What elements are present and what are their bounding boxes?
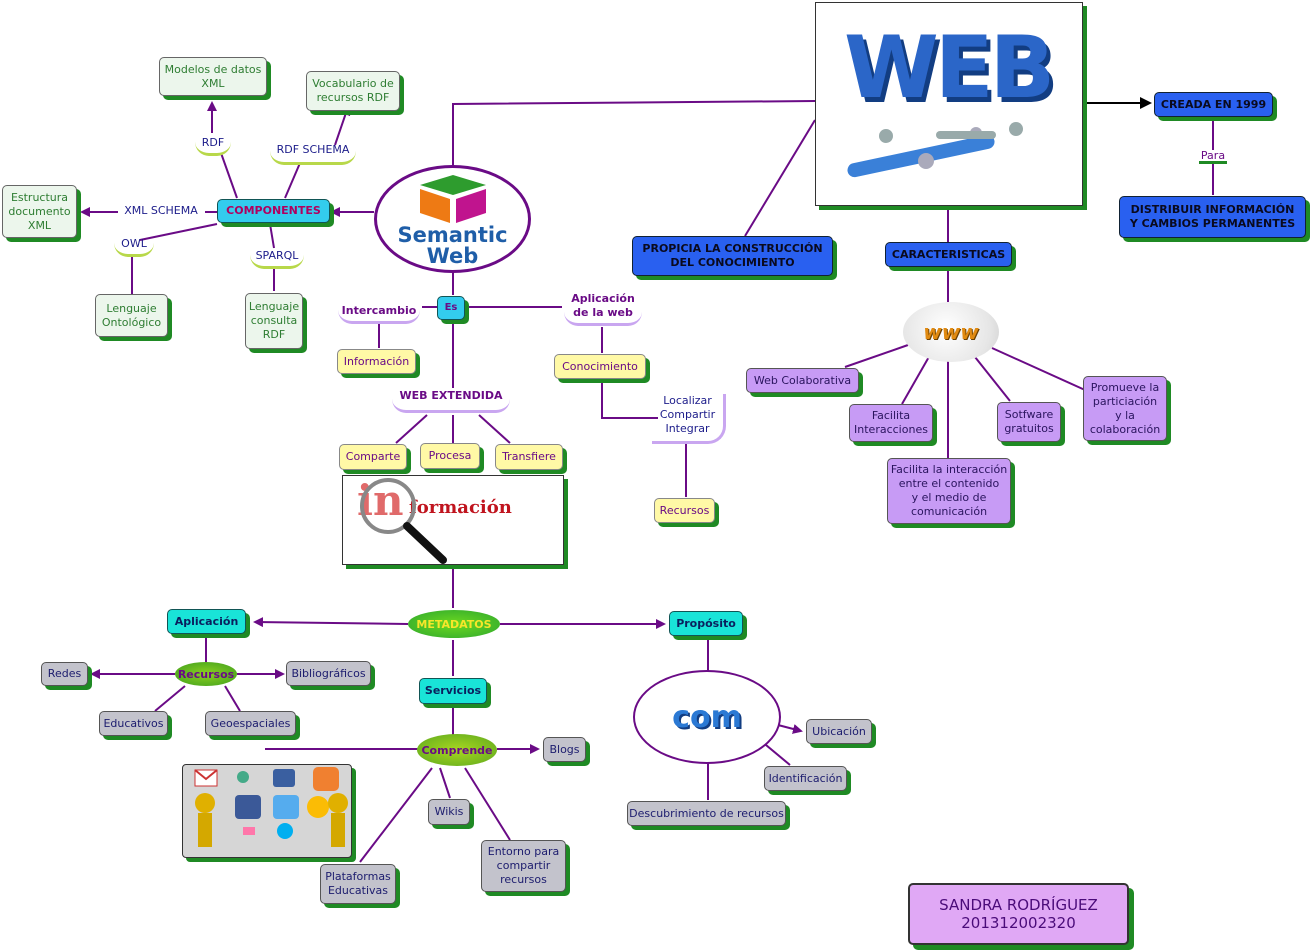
comprende-node[interactable]: Comprende [417, 734, 497, 766]
vocabulario-rdf-node[interactable]: Vocabulario de recursos RDF [306, 71, 400, 111]
redes-node[interactable]: Redes [41, 662, 88, 686]
web-colaborativa-node[interactable]: Web Colaborativa [746, 368, 859, 393]
estructura-xml-node[interactable]: Estructura documento XML [2, 185, 77, 238]
owl-label[interactable]: OWL [114, 237, 154, 257]
lenguaje-consulta-node[interactable]: Lenguaje consulta RDF [245, 293, 303, 349]
facilita-interacciones-node[interactable]: Facilita Interacciones [849, 404, 933, 442]
informacion-text: formación [409, 497, 512, 518]
plataformas-node[interactable]: Plataformas Educativas [320, 864, 396, 904]
transfiere-node[interactable]: Transfiere [495, 444, 563, 470]
identificacion-node[interactable]: Identificación [764, 766, 847, 791]
rdf-label[interactable]: RDF [195, 136, 231, 156]
semantic-web-logo-line1: Semantic [397, 222, 508, 247]
ubicacion-node[interactable]: Ubicación [806, 719, 872, 744]
geoespaciales-node[interactable]: Geoespaciales [205, 711, 296, 736]
com-text: com [672, 699, 742, 735]
social-icons [194, 767, 348, 847]
caracteristicas-node[interactable]: CARACTERISTICAS [885, 242, 1012, 267]
es-node[interactable]: Es [437, 296, 465, 320]
promueve-node[interactable]: Promueve la particiación y la colaboraci… [1083, 376, 1167, 441]
author-box: SANDRA RODRÍGUEZ 201312002320 [908, 883, 1129, 945]
author-code: 201312002320 [961, 914, 1076, 932]
www-text: www [923, 320, 979, 344]
web-extendida-label[interactable]: WEB EXTENDIDA [392, 389, 510, 413]
proposito-node[interactable]: Propósito [669, 611, 743, 636]
localizar-label[interactable]: Localizar Compartir Integrar [652, 394, 726, 444]
lenguaje-ontologico-node[interactable]: Lenguaje Ontológico [95, 294, 168, 337]
creada-1999-node[interactable]: CREADA EN 1999 [1154, 92, 1273, 117]
aplicacion-node[interactable]: Aplicación [167, 609, 246, 634]
tools-icon [847, 122, 1023, 178]
recursos-center-node[interactable]: Recursos [654, 498, 715, 523]
comparte-node[interactable]: Comparte [339, 444, 407, 470]
bibliograficos-node[interactable]: Bibliográficos [286, 661, 371, 686]
educativos-node[interactable]: Educativos [99, 711, 168, 736]
magnifier-icon [360, 478, 447, 564]
metadatos-node[interactable]: METADATOS [408, 610, 500, 638]
cube-icon [419, 174, 486, 223]
rdf-schema-label[interactable]: RDF SCHEMA [270, 143, 356, 165]
servicios-node[interactable]: Servicios [419, 678, 487, 704]
intercambio-label[interactable]: Intercambio [338, 304, 420, 324]
procesa-node[interactable]: Procesa [420, 443, 480, 469]
author-name: SANDRA RODRÍGUEZ [939, 896, 1098, 914]
xml-schema-label[interactable]: XML SCHEMA [124, 204, 198, 217]
com-image: com [633, 670, 781, 764]
propicia-node[interactable]: PROPICIA LA CONSTRUCCIÓN DEL CONOCIMIENT… [632, 236, 833, 276]
blogs-node[interactable]: Blogs [543, 737, 586, 762]
semantic-web-logo: Semantic Web [374, 165, 531, 273]
web-logo-text: WEB [844, 18, 1055, 118]
wikis-node[interactable]: Wikis [428, 799, 470, 825]
www-globe: www [903, 302, 999, 362]
aplicacion-web-label[interactable]: Aplicación de la web [564, 292, 642, 326]
modelos-xml-node[interactable]: Modelos de datos XML [159, 57, 267, 96]
informacion-image: in formación [342, 475, 564, 565]
web-image: WEB [815, 2, 1083, 206]
conocimiento-node[interactable]: Conocimiento [554, 354, 646, 379]
semantic-web-logo-line2: Web [426, 243, 479, 268]
software-gratuitos-node[interactable]: Sotfware gratuitos [997, 402, 1061, 442]
sparql-label[interactable]: SPARQL [250, 249, 304, 269]
descubrimiento-node[interactable]: Descubrimiento de recursos [627, 801, 786, 826]
para-label: Para [1199, 149, 1227, 164]
entorno-node[interactable]: Entorno para compartir recursos [481, 840, 566, 892]
informacion-node[interactable]: Información [337, 349, 416, 374]
recursos-meta-node[interactable]: Recursos [175, 662, 237, 686]
facilita-interaccion-node[interactable]: Facilita la interacción entre el conteni… [887, 458, 1011, 524]
distribuir-node[interactable]: DISTRIBUIR INFORMACIÓN Y CAMBIOS PERMANE… [1119, 196, 1306, 238]
componentes-node[interactable]: COMPONENTES [217, 199, 330, 223]
social-icons-image [182, 764, 352, 858]
